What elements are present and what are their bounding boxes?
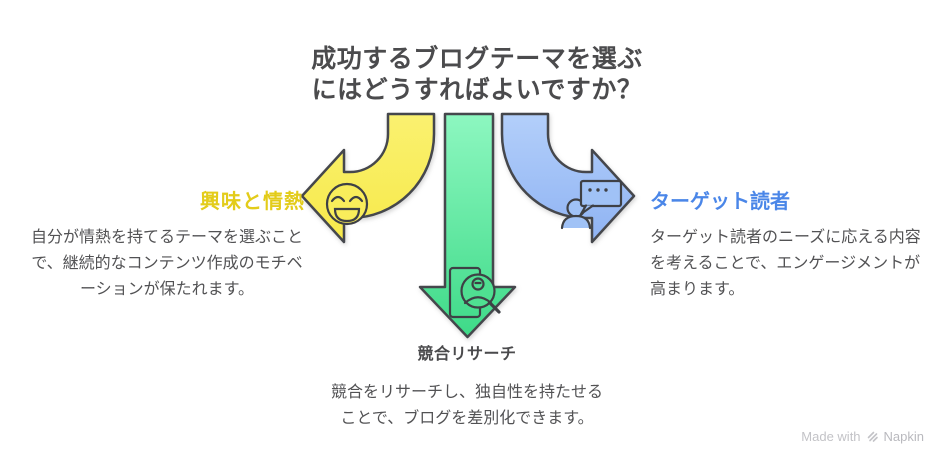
made-with-napkin-credit: Made with Napkin <box>801 429 924 444</box>
title-line-2: にはどうすればよいですか？ <box>311 76 643 104</box>
arrows-graphic <box>300 112 636 339</box>
heading-passion: 興味と情熱 <box>200 191 305 213</box>
page-title: 成功するブログテーマを選ぶ にはどうすればよいですか？ <box>18 44 936 106</box>
credit-prefix: Made with <box>801 429 861 444</box>
smiley-face-icon <box>325 182 369 226</box>
title-line-1: 成功するブログテーマを選ぶ <box>311 45 643 73</box>
body-passion: 自分が情熱を持てるテーマを選ぶこと で、継続的なコンテンツ作成のモチベ ーション… <box>30 229 303 298</box>
credit-brand: Napkin <box>883 429 924 444</box>
body-audience: ターゲット読者のニーズに応える内容 を考えることで、エンゲージメントが 高まりま… <box>650 229 921 298</box>
body-research: 競合をリサーチし、独自性を持たせる ことで、ブログを差別化できます。 <box>330 384 603 427</box>
heading-audience: ターゲット読者 <box>650 191 790 213</box>
person-chat-icon <box>560 179 623 230</box>
arrow-passion <box>300 112 436 244</box>
heading-research: 競合リサーチ <box>417 346 517 363</box>
profile-search-icon <box>448 266 501 319</box>
napkin-logo-icon <box>867 431 878 442</box>
